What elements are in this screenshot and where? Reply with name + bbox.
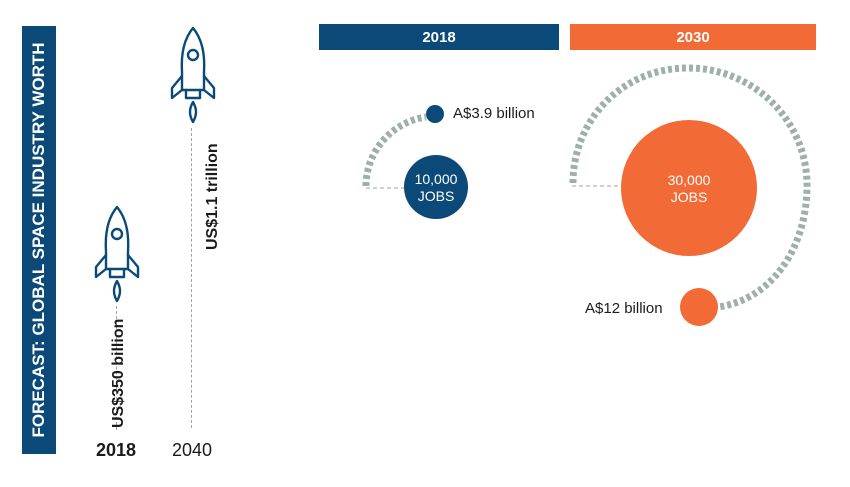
bar-2040-dashed-line [191,128,192,428]
money-label-2030: A$12 billion [585,300,663,317]
money-label-2018: A$3.9 billion [453,105,535,122]
jobs-unit-2018: JOBS [417,188,455,204]
arc-2018 [362,113,427,187]
header-2018: 2018 [319,24,559,50]
jobs-circle-2018 [404,155,468,219]
bar-2040-year: 2040 [171,440,213,460]
forecast-banner [22,26,56,454]
jobs-number-2030: 30,000 [667,172,711,188]
money-dot-2030 [680,288,718,326]
jobs-unit-2030: JOBS [670,189,708,205]
jobs-circle-2030 [621,120,757,256]
arc-2030 [569,64,811,311]
jobs-number-2018: 10,000 [414,171,458,187]
rocket-icon [170,26,216,124]
rocket-icon [94,205,140,303]
header-2030: 2030 [570,24,816,50]
bar-2018-dashed-line [116,306,117,430]
bar-2018-year: 2018 [95,440,137,460]
money-dot-2018 [426,105,444,123]
jobs-label-2018: 10,000 JOBS [415,171,458,205]
jobs-label-2030: 30,000 JOBS [668,172,711,206]
